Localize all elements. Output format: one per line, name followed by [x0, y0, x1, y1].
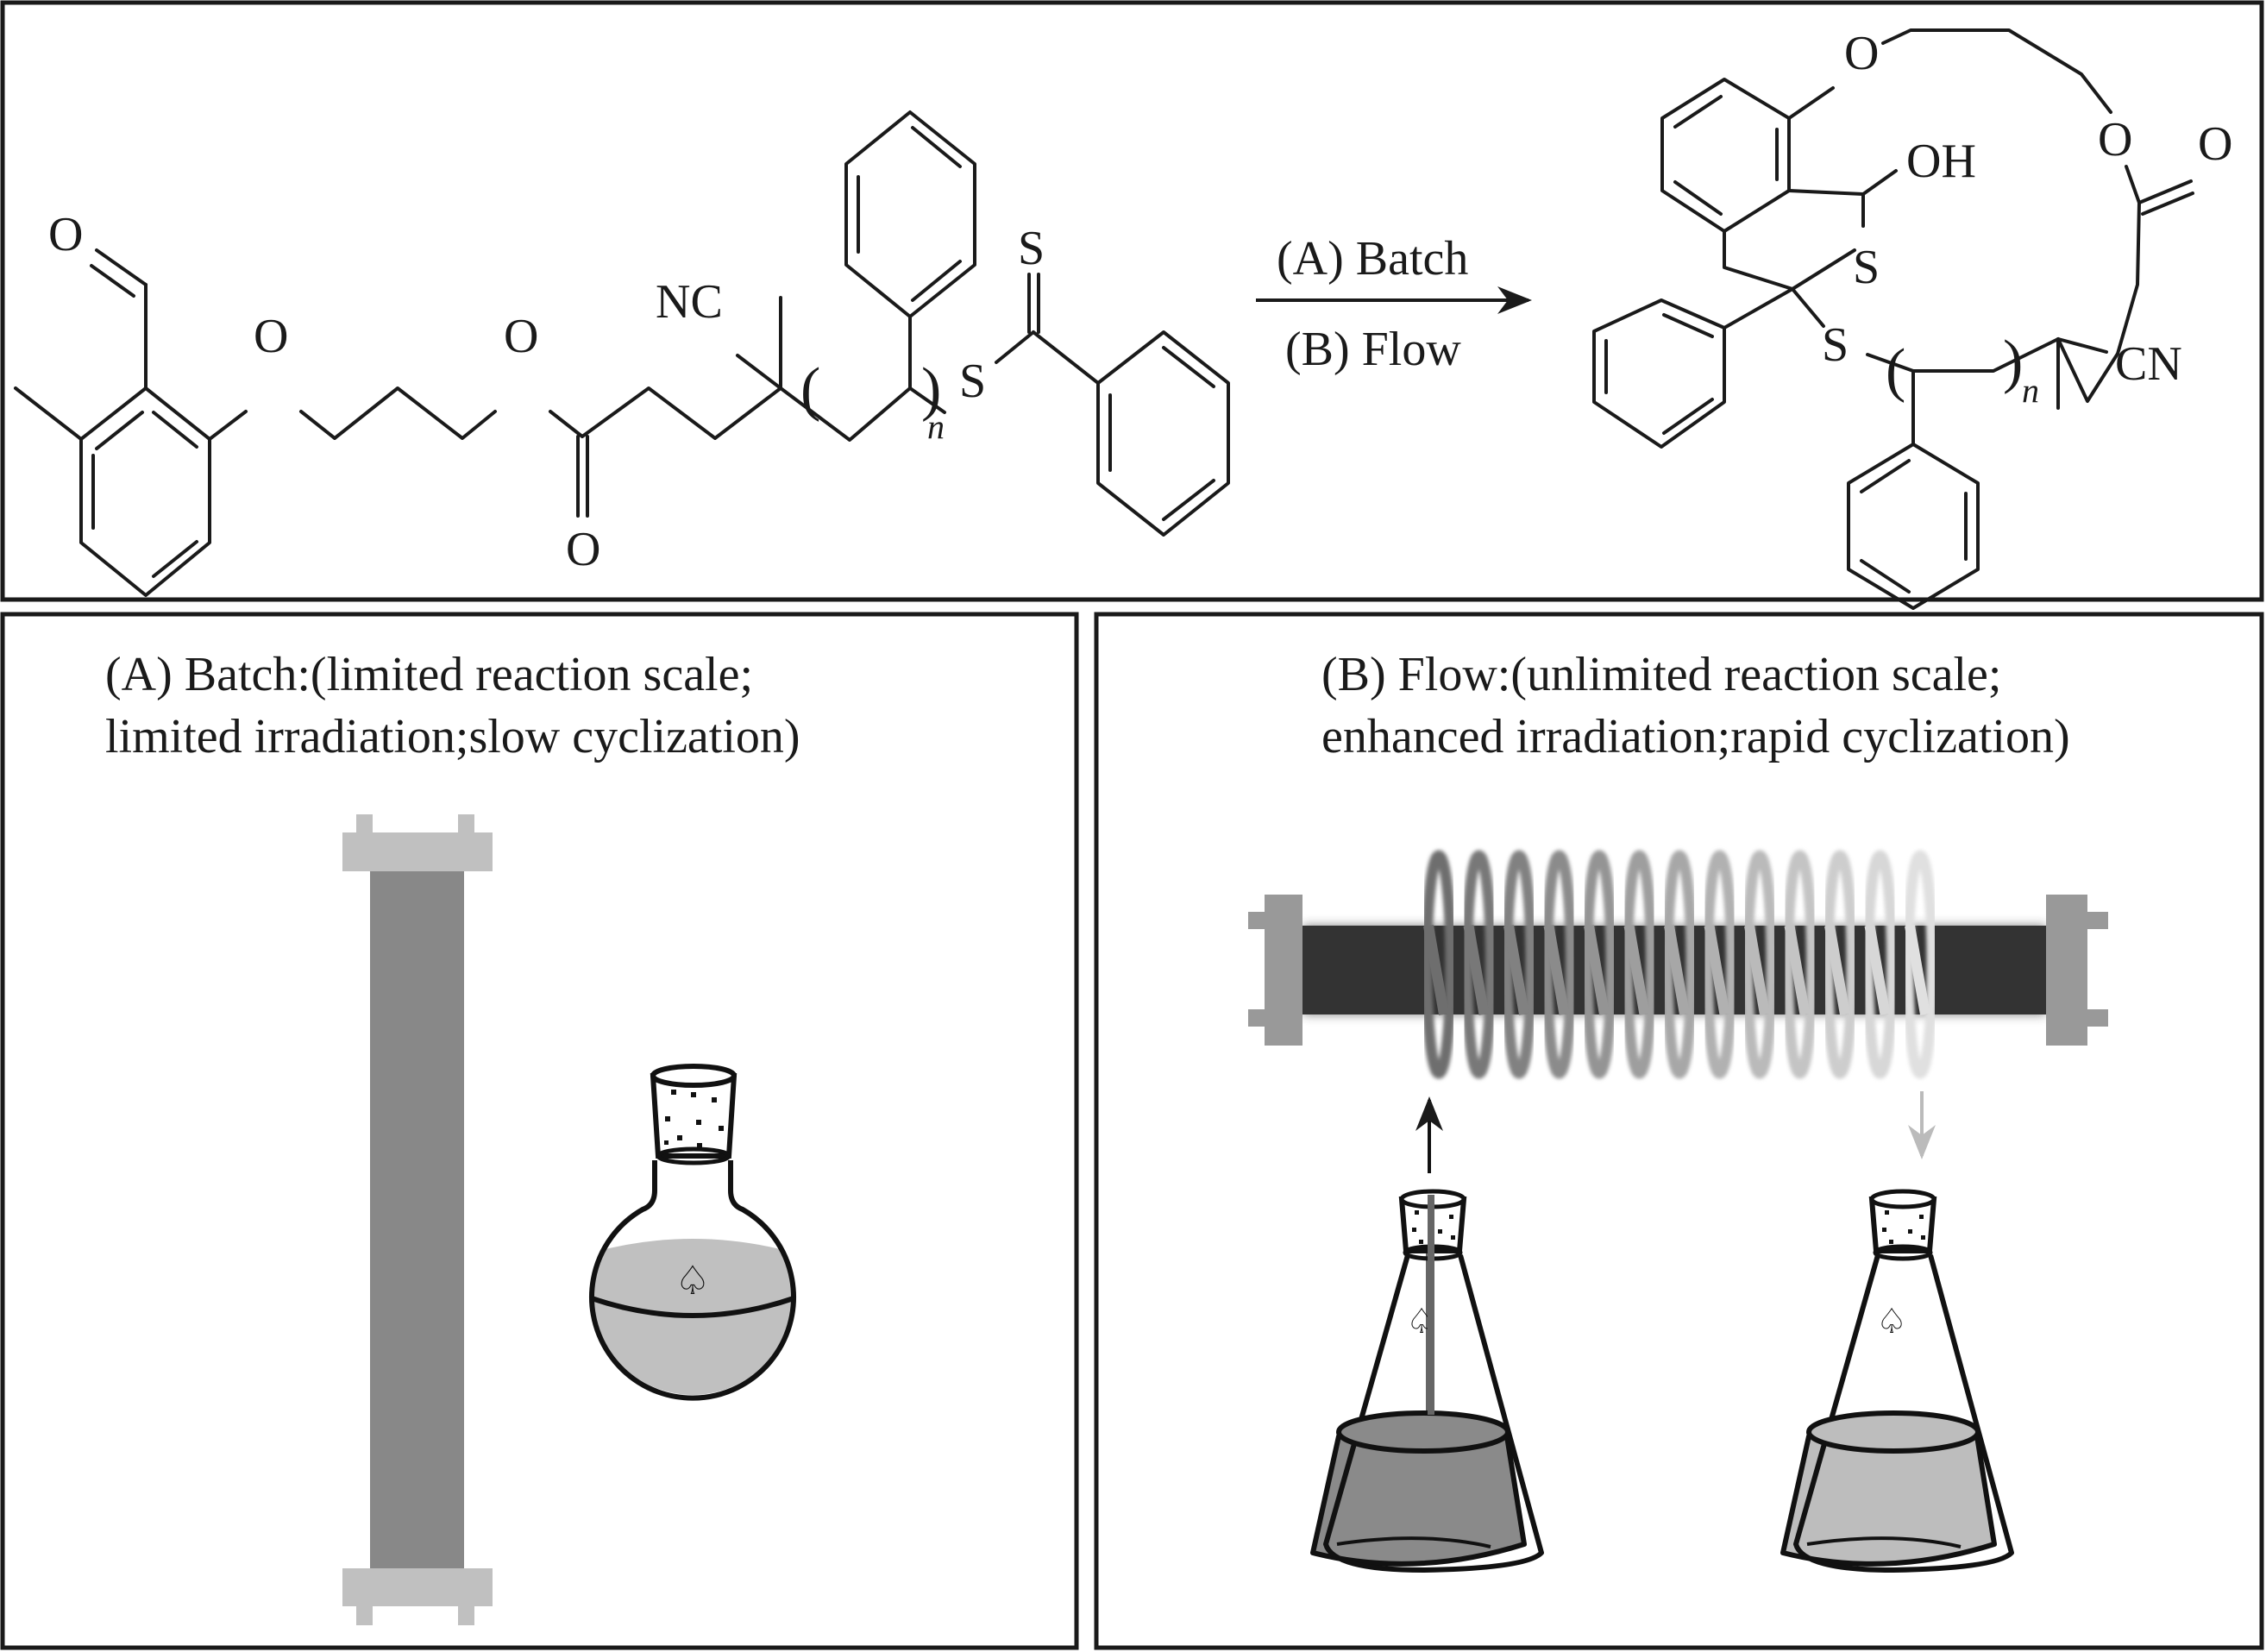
batch-light-column — [342, 814, 493, 1625]
scheme-panel: O O O O NC ( ) n S — [0, 0, 2264, 610]
coil-turn — [1541, 850, 1577, 1079]
reactant-aryl-ring — [79, 386, 211, 597]
coil-front-segment — [1824, 924, 1850, 1016]
flask-spade-icon: ♤ — [1876, 1302, 1907, 1341]
reactor-right-tab-top — [2087, 912, 2108, 929]
scheme-frame — [0, 0, 2264, 602]
product-chain-sulfur-label: S — [1822, 318, 1849, 372]
thione-sulfur-label: S — [1018, 222, 1045, 275]
product-erlenmeyer-flask: ♤ — [1780, 1189, 2014, 1573]
ester-oxygen-label: O — [504, 310, 538, 363]
coil-turn — [1501, 850, 1537, 1079]
coil-turn — [1702, 850, 1737, 1079]
column-bottom-tab-right — [458, 1605, 474, 1625]
flow-panel: (B) Flow:(unlimited reaction scale; enha… — [1094, 612, 2264, 1650]
coil-front-segment — [1744, 924, 1770, 1016]
reactor-coil — [1421, 850, 1938, 1079]
flow-caption-line-1: (B) Flow:(unlimited reaction scale; — [1321, 648, 2001, 701]
column-top-tab-right — [458, 814, 474, 836]
product-hydroxyl-label: OH — [1906, 135, 1976, 188]
coil-turn — [1461, 850, 1497, 1079]
reactor-right-cap — [2046, 895, 2087, 1046]
column-body — [370, 867, 464, 1573]
product-repeat-n-label: n — [2022, 371, 2039, 410]
methyl-bond — [14, 386, 83, 441]
repeat-n-label: n — [927, 407, 945, 446]
coil-turn — [1421, 850, 1457, 1079]
batch-panel: (A) Batch:(limited reaction scale; limit… — [0, 612, 1079, 1650]
flask-glass — [1323, 1254, 1544, 1573]
condition-batch-label: (A) Batch — [1277, 232, 1468, 286]
flask-glass — [1793, 1254, 2014, 1573]
coil-front-segment — [1664, 924, 1690, 1016]
coil-turn — [1581, 850, 1617, 1079]
coil-front-segment — [1543, 924, 1570, 1016]
coil-front-segment — [1503, 924, 1529, 1016]
coil-turn — [1742, 850, 1778, 1079]
thio-sulfur-label: S — [959, 355, 986, 408]
coil-front-segment — [1423, 924, 1449, 1016]
product-pendant-phenyl-ring — [1847, 443, 1980, 610]
flow-frame — [1094, 612, 2264, 1650]
coil-front-segment — [1905, 924, 1930, 1016]
column-bottom-cap — [342, 1568, 493, 1606]
flask-body — [589, 1160, 796, 1401]
feed-erlenmeyer-flask: ♤ — [1310, 1189, 1544, 1573]
flask-liquid-surface — [1336, 1410, 1510, 1454]
coil-front-segment — [1704, 924, 1730, 1016]
coil-front-segment — [1784, 924, 1811, 1016]
reaction-arrow: (A) Batch (B) Flow — [1256, 232, 1532, 376]
pendant-phenyl-ring — [844, 110, 976, 318]
product-structure: O O O CN ( ) n S S OH — [1592, 27, 2232, 610]
round-bottom-flask: ♤ — [589, 1064, 796, 1401]
product-carbonyl-oxygen-label: O — [2198, 117, 2232, 171]
product-ether-oxygen-label: O — [1844, 27, 1879, 80]
flask-liquid-surface — [591, 1296, 794, 1318]
product-close-bracket: ) — [2003, 329, 2023, 395]
flask-liquid-surface — [1806, 1410, 1980, 1454]
coil-turn — [1661, 850, 1698, 1079]
batch-caption-line-2: limited irradiation;slow cyclization) — [105, 710, 800, 763]
batch-caption-line-1: (A) Batch:(limited reaction scale; — [105, 648, 753, 701]
column-bottom-tab-left — [356, 1605, 373, 1625]
coil-turn — [1862, 850, 1898, 1079]
product-open-bracket: ( — [1886, 337, 1905, 404]
ether-oxygen-label: O — [254, 310, 288, 363]
open-bracket: ( — [800, 356, 820, 423]
coil-turn — [1622, 850, 1657, 1079]
reactant-structure: O O O O NC ( ) n S — [14, 110, 1230, 597]
column-top-tab-left — [356, 814, 373, 836]
flow-photoreactor — [1248, 850, 2108, 1079]
product-benzo-ring — [1660, 78, 1791, 233]
product-nitrile-label: CN — [2115, 337, 2182, 391]
carbonyl-oxygen-label: O — [566, 523, 600, 576]
batch-frame — [0, 612, 1079, 1650]
reactor-right-tab-bottom — [2087, 1009, 2108, 1027]
coil-front-segment — [1584, 924, 1610, 1016]
product-ester-oxygen-label: O — [2098, 113, 2132, 166]
flow-caption-line-2: enhanced irradiation;rapid cyclization) — [1321, 710, 2070, 763]
product-ring-sulfur-label: S — [1853, 241, 1880, 294]
coil-front-segment — [1623, 924, 1650, 1016]
product-spiro-phenyl-ring — [1592, 298, 1726, 449]
reactor-left-tab-bottom — [1248, 1009, 1265, 1027]
reactor-left-cap — [1265, 895, 1302, 1046]
coil-front-segment — [1864, 924, 1891, 1016]
aldehyde-oxygen-label: O — [48, 208, 83, 261]
condition-flow-label: (B) Flow — [1285, 323, 1461, 376]
nitrile-label: NC — [656, 275, 723, 329]
dithio-phenyl-ring — [1096, 330, 1230, 537]
coil-turn — [1782, 850, 1817, 1079]
coil-turn — [1822, 850, 1858, 1079]
coil-front-segment — [1463, 924, 1490, 1016]
reactor-left-tab-top — [1248, 912, 1265, 929]
flask-spade-icon: ♤ — [675, 1257, 710, 1303]
column-top-cap — [342, 832, 493, 871]
